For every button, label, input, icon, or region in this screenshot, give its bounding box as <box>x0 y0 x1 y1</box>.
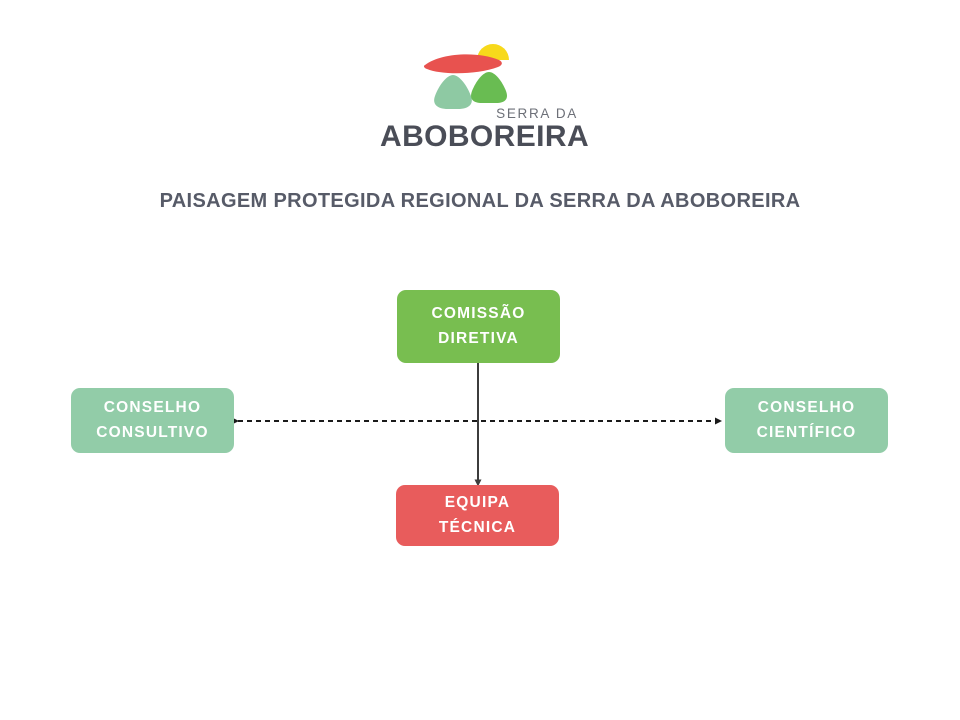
node-equipa-tecnica[interactable]: EQUIPA TÉCNICA <box>396 485 559 546</box>
serra-da-aboboreira-logo-icon <box>415 34 545 114</box>
node-comissao-diretiva-label: COMISSÃO DIRETIVA <box>431 305 526 347</box>
node-conselho-cientifico[interactable]: CONSELHO CIENTÍFICO <box>725 388 888 453</box>
logo-text-serra-da: SERRA DA <box>496 106 578 121</box>
node-equipa-tecnica-label: EQUIPA TÉCNICA <box>438 494 517 536</box>
node-conselho-consultivo[interactable]: CONSELHO CONSULTIVO <box>71 388 234 453</box>
hill-left-icon <box>434 75 472 109</box>
node-conselho-cientifico-label: CONSELHO CIENTÍFICO <box>756 399 857 441</box>
node-comissao-diretiva[interactable]: COMISSÃO DIRETIVA <box>397 290 560 363</box>
logo-graphic <box>423 44 509 109</box>
node-conselho-consultivo-label: CONSELHO CONSULTIVO <box>96 399 209 441</box>
bird-icon <box>423 54 502 74</box>
logo-text-aboboreira: ABOBOREIRA <box>380 120 590 153</box>
logo-block: SERRA DA ABOBOREIRA <box>0 34 960 153</box>
page-title: PAISAGEM PROTEGIDA REGIONAL DA SERRA DA … <box>159 190 801 212</box>
sun-icon <box>477 44 509 60</box>
hill-right-icon <box>471 72 507 103</box>
logo-wordmark: SERRA DA ABOBOREIRA <box>380 106 590 153</box>
